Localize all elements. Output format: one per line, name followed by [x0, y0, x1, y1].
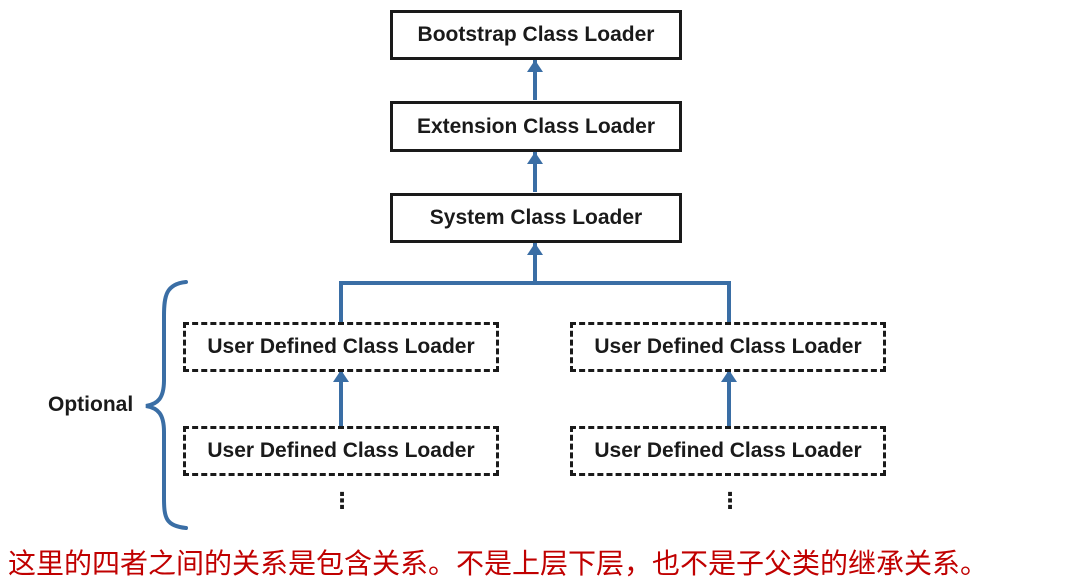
ellipsis-left: ⋮: [331, 488, 353, 513]
caption-text: 这里的四者之间的关系是包含关系。不是上层下层，也不是子父类的继承关系。: [8, 547, 989, 580]
bootstrap-class-loader-box: Bootstrap Class Loader: [390, 10, 682, 60]
bootstrap-class-loader-label: Bootstrap Class Loader: [417, 23, 655, 46]
arrowhead-bootstrap: [527, 60, 543, 72]
branch-user-to-system: [339, 281, 731, 322]
arrowhead-right-user-top: [721, 370, 737, 382]
optional-label: Optional: [48, 393, 134, 416]
user-defined-class-loader-label: User Defined Class Loader: [594, 335, 862, 358]
arrowhead-system: [527, 243, 543, 255]
user-defined-class-loader-label: User Defined Class Loader: [594, 439, 862, 462]
arrowhead-left-user-top: [333, 370, 349, 382]
user-defined-class-loader-box-left-bottom: User Defined Class Loader: [183, 426, 499, 476]
optional-brace: [145, 280, 188, 530]
extension-class-loader-label: Extension Class Loader: [416, 114, 656, 138]
user-defined-class-loader-label: User Defined Class Loader: [207, 335, 475, 358]
extension-class-loader-box: Extension Class Loader: [390, 101, 682, 152]
arrowhead-extension: [527, 152, 543, 164]
user-defined-class-loader-box-right-top: User Defined Class Loader: [570, 322, 886, 372]
user-defined-class-loader-label: User Defined Class Loader: [207, 439, 475, 462]
user-defined-class-loader-box-left-top: User Defined Class Loader: [183, 322, 499, 372]
ellipsis-right: ⋮: [719, 488, 741, 513]
system-class-loader-label: System Class Loader: [429, 206, 643, 229]
system-class-loader-box: System Class Loader: [390, 193, 682, 243]
user-defined-class-loader-box-right-bottom: User Defined Class Loader: [570, 426, 886, 476]
